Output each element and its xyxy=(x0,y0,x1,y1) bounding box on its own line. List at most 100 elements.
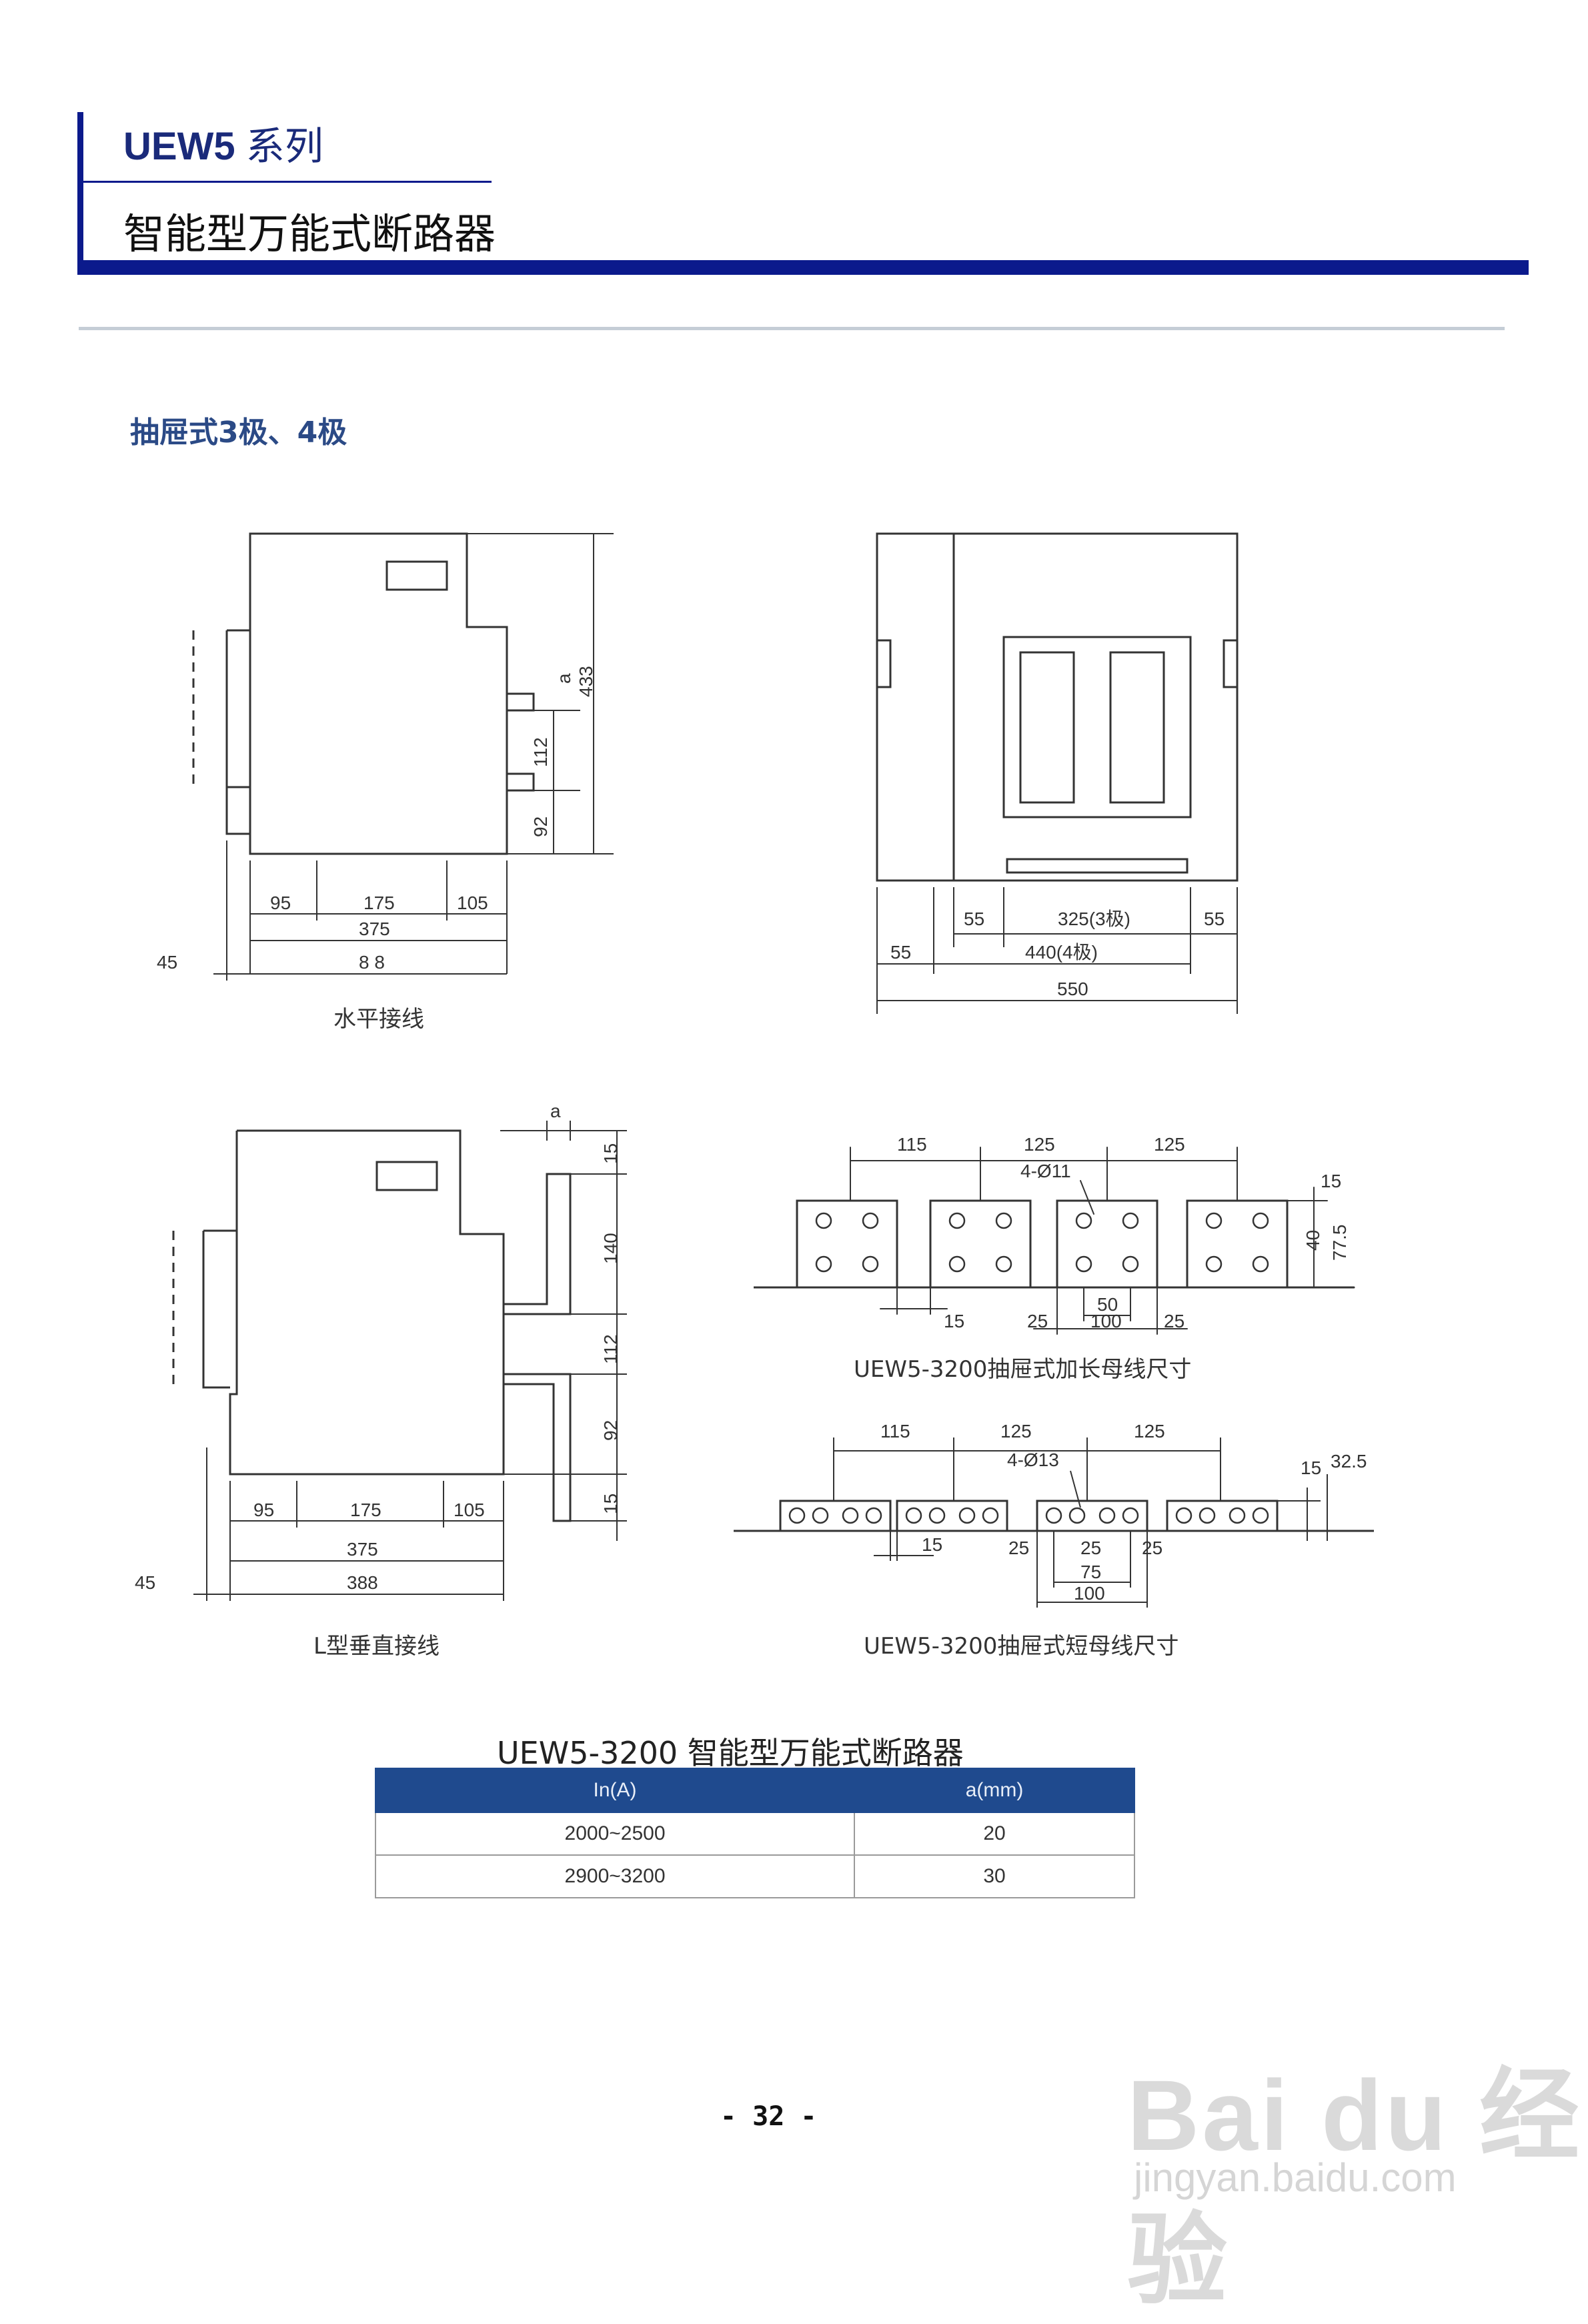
short-bus-plate-3 xyxy=(1036,1500,1148,1532)
long-bus-drawing: 115 125 125 4-Ø11 15 25 50 100 25 15 40 … xyxy=(754,1134,1355,1335)
long-dim-15: 15 xyxy=(944,1311,964,1331)
long-dim-v40: 40 xyxy=(1303,1230,1323,1251)
long-dim-50: 50 xyxy=(1097,1294,1118,1315)
short-dim-125-b: 125 xyxy=(1134,1421,1165,1441)
dim-45: 45 xyxy=(157,952,177,973)
short-dim-v15: 15 xyxy=(1301,1458,1321,1478)
l-vertical-wiring-caption: L型垂直接线 xyxy=(313,1633,440,1660)
short-dim-25-a: 25 xyxy=(1008,1538,1029,1558)
dim-a: a xyxy=(554,673,574,684)
front-frame xyxy=(876,532,1239,882)
short-bus-drawing: 115 125 125 4-Ø13 15 25 25 25 75 100 15 … xyxy=(734,1421,1374,1608)
long-dim-v15: 15 xyxy=(1321,1171,1341,1191)
rating-table: In(A) a(mm) 2000~2500 20 2900~3200 30 xyxy=(374,1768,1135,1898)
long-bus-plate-1 xyxy=(796,1199,898,1289)
short-bus-plate-1 xyxy=(779,1500,892,1532)
section-divider xyxy=(79,327,1505,330)
table-cell: 2900~3200 xyxy=(374,1854,856,1898)
breaker-window xyxy=(385,560,448,591)
long-bus-plate-2 xyxy=(929,1199,1032,1289)
l-dim-a: a xyxy=(550,1101,561,1121)
dim-550: 550 xyxy=(1057,979,1088,999)
header-thick-rule xyxy=(77,260,1529,275)
panel-slot-right xyxy=(1109,651,1165,804)
header-thin-rule xyxy=(83,181,492,183)
table-header-in: In(A) xyxy=(374,1768,856,1813)
short-dim-25-c: 25 xyxy=(1142,1538,1162,1558)
l-dim-45: 45 xyxy=(135,1572,155,1593)
terminal-top xyxy=(507,692,535,712)
section-title: 抽屉式3极、4极 xyxy=(130,416,347,450)
drawer-rail xyxy=(225,629,250,788)
l-dim-15-top: 15 xyxy=(600,1143,621,1164)
short-dim-holes: 4-Ø13 xyxy=(1007,1449,1059,1470)
l-dim-112: 112 xyxy=(600,1334,621,1364)
long-dim-115: 115 xyxy=(897,1134,927,1155)
dim-55-a: 55 xyxy=(964,909,984,929)
long-bus-plate-4 xyxy=(1186,1199,1289,1289)
dim-95: 95 xyxy=(270,893,291,913)
l-vertical-wiring-drawing: a 15 140 112 92 15 95 175 105 375 388 45 xyxy=(135,1101,627,1601)
front-view-drawing: 55 325(3极) 55 55 440(4极) 550 xyxy=(876,532,1239,1014)
short-dim-125-a: 125 xyxy=(1000,1421,1032,1441)
terminal-bottom xyxy=(507,772,535,792)
long-dim-v775: 77.5 xyxy=(1329,1225,1350,1261)
short-dim-15: 15 xyxy=(922,1534,942,1555)
table-cell: 2000~2500 xyxy=(374,1812,856,1856)
l-dim-95: 95 xyxy=(253,1500,274,1520)
long-dim-125-a: 125 xyxy=(1024,1134,1055,1155)
short-dim-75: 75 xyxy=(1080,1562,1101,1582)
dim-325: 325(3极) xyxy=(1058,909,1130,929)
short-dim-100: 100 xyxy=(1074,1583,1105,1604)
dim-55-b: 55 xyxy=(1204,909,1225,929)
long-dim-holes: 4-Ø11 xyxy=(1020,1161,1071,1181)
series-title: UEW5 系列 xyxy=(123,115,323,171)
dim-92: 92 xyxy=(530,816,551,837)
front-panel xyxy=(1002,636,1192,818)
short-dim-v325: 32.5 xyxy=(1331,1451,1367,1472)
long-dim-125-b: 125 xyxy=(1154,1134,1185,1155)
l-dim-388: 388 xyxy=(347,1572,378,1593)
long-dim-25-b: 25 xyxy=(1164,1311,1184,1331)
table-row: 2000~2500 20 xyxy=(374,1812,1135,1856)
dim-112: 112 xyxy=(530,737,551,767)
short-dim-115: 115 xyxy=(880,1421,910,1441)
long-bus-caption: UEW5-3200抽屉式加长母线尺寸 xyxy=(854,1356,1192,1383)
l-body-outline xyxy=(229,1129,505,1476)
table-row: 2900~3200 30 xyxy=(374,1854,1135,1898)
table-title: UEW5-3200 智能型万能式断路器 xyxy=(497,1735,964,1771)
dim-55-c: 55 xyxy=(890,942,911,963)
l-breaker-window xyxy=(375,1161,438,1191)
long-bus-plate-3 xyxy=(1056,1199,1158,1289)
dim-175: 175 xyxy=(363,893,395,913)
watermark-url: jingyan.baidu.com xyxy=(1134,2155,1457,2200)
short-bus-plate-2 xyxy=(896,1500,1008,1532)
table-header-a: a(mm) xyxy=(854,1768,1135,1813)
table-cell: 30 xyxy=(854,1854,1135,1898)
long-dim-100: 100 xyxy=(1090,1311,1122,1331)
dim-440: 440(4极) xyxy=(1025,942,1098,963)
dim-105: 105 xyxy=(457,893,488,913)
l-dim-15-bottom: 15 xyxy=(600,1494,621,1514)
series-word: 系列 xyxy=(245,125,323,168)
drawer-base xyxy=(225,787,250,835)
dim-375: 375 xyxy=(359,919,390,939)
l-dim-105: 105 xyxy=(454,1500,485,1520)
short-bus-caption: UEW5-3200抽屉式短母线尺寸 xyxy=(864,1633,1179,1660)
product-name: 智能型万能式断路器 xyxy=(123,209,496,258)
header-accent-bar xyxy=(77,112,83,260)
l-dim-92: 92 xyxy=(600,1420,621,1441)
short-bus-plate-4 xyxy=(1166,1500,1279,1532)
l-bus-top xyxy=(504,1173,572,1315)
long-dim-25-a: 25 xyxy=(1027,1311,1048,1331)
horizontal-wiring-drawing: a 433 112 92 95 175 105 375 8 8 45 xyxy=(157,532,614,981)
l-bus-bottom xyxy=(504,1373,572,1522)
l-dim-375: 375 xyxy=(347,1539,378,1560)
table-cell: 20 xyxy=(854,1812,1135,1856)
dim-88: 8 8 xyxy=(359,952,385,973)
l-dim-140: 140 xyxy=(600,1233,621,1264)
panel-base-strip xyxy=(1006,858,1188,874)
horizontal-wiring-caption: 水平接线 xyxy=(333,1006,424,1033)
short-dim-25-b: 25 xyxy=(1080,1538,1101,1558)
dim-433: 433 xyxy=(576,666,596,697)
